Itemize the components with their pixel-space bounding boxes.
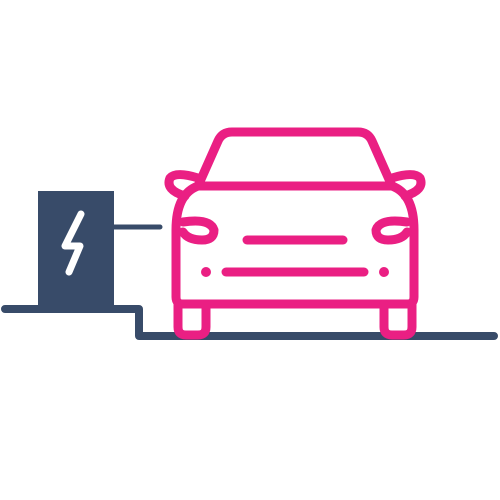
car-icon [164, 127, 426, 340]
charging-station-icon [38, 191, 114, 312]
car-left-wheel [173, 299, 211, 340]
car-right-fog-light [379, 267, 389, 277]
car-body [171, 181, 419, 309]
car-right-mirror [387, 170, 426, 201]
car-right-headlight [371, 216, 412, 245]
car-left-headlight [178, 216, 219, 245]
ground-line-icon [1, 305, 498, 340]
car-windshield [193, 127, 397, 191]
car-right-wheel [379, 299, 417, 340]
car-left-fog-light [201, 267, 211, 277]
lightning-bolt-icon [61, 210, 85, 276]
car-left-mirror [164, 170, 203, 201]
